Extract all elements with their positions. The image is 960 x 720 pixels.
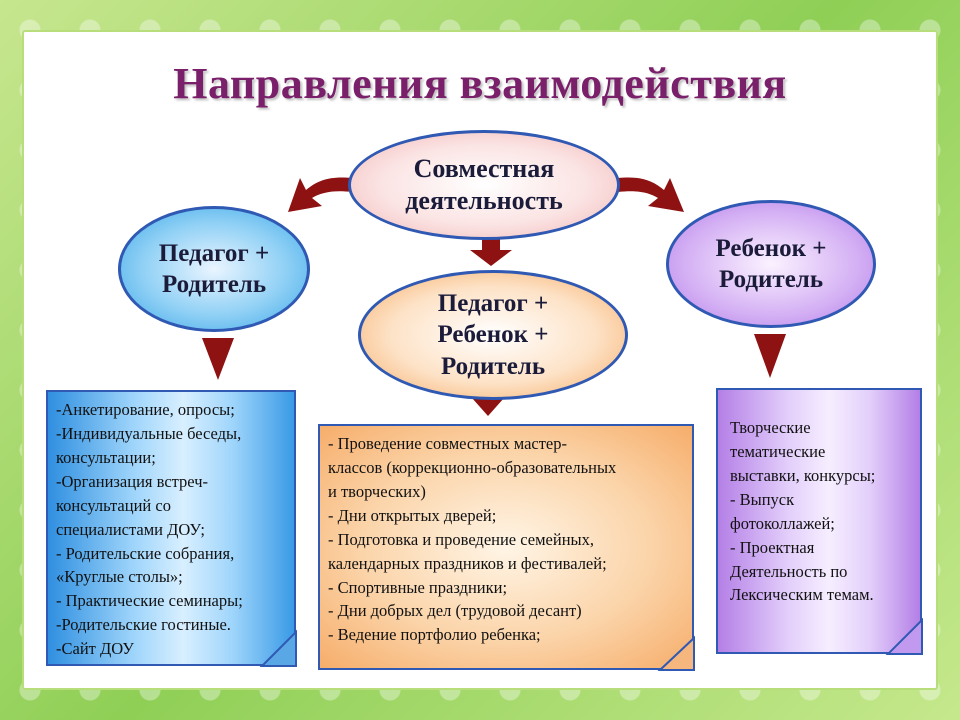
- arrow-to-center-icon: [470, 238, 512, 266]
- oval-teacher-parent: Педагог + Родитель: [118, 206, 310, 332]
- box-left-item: - Практические семинары;: [56, 591, 243, 611]
- box-left-item: -Сайт ДОУ: [56, 639, 134, 659]
- box-center-item: - Спортивные праздники;: [328, 577, 508, 597]
- box-right-item: выставки, конкурсы;: [730, 465, 876, 485]
- box-center-item: - Дни открытых дверей;: [328, 505, 497, 525]
- box-right-item: тематические: [730, 441, 826, 461]
- oval-joint-activity: Совместная деятельность: [348, 130, 620, 240]
- box-center-item: - Проведение совместных мастер-: [328, 434, 568, 453]
- box-left-item: -Родительские гостиные.: [56, 615, 231, 635]
- box-left-item: -Индивидуальные беседы,: [56, 423, 242, 443]
- box-right-item: Деятельность по: [730, 561, 848, 581]
- triangle-right-icon: [754, 334, 786, 378]
- oval-top-line-1: Совместная: [413, 153, 555, 183]
- box-right-item: Лексическим темам.: [730, 585, 874, 605]
- arrow-to-left-icon: [288, 177, 352, 212]
- box-left-item: «Круглые столы»;: [56, 567, 183, 587]
- box-left-item: - Родительские собрания,: [56, 543, 235, 563]
- box-left-item: -Организация встреч-: [56, 471, 209, 491]
- oval-right-line-1: Ребенок +: [715, 234, 827, 262]
- box-center-item: и творческих): [328, 481, 426, 501]
- oval-left-line-2: Родитель: [161, 271, 267, 298]
- box-right-item: - Выпуск: [730, 489, 795, 509]
- box-center-item: календарных праздников и фестивалей;: [328, 553, 607, 573]
- triangle-center-icon: [472, 398, 504, 416]
- oval-center-line-1: Педагог +: [437, 290, 549, 318]
- box-center-item: - Дни добрых дел (трудовой десант): [328, 601, 582, 621]
- oval-left-line-1: Педагог +: [158, 239, 270, 267]
- triangle-left-icon: [202, 338, 234, 380]
- oval-center-line-3: Родитель: [440, 352, 546, 380]
- arrow-to-right-icon: [618, 177, 684, 212]
- box-teacher-parent-activities: -Анкетирование, опросы; -Индивидуальные …: [46, 390, 296, 666]
- oval-top-line-2: деятельность: [405, 186, 563, 215]
- box-center-item: - Подготовка и проведение семейных,: [328, 529, 594, 549]
- box-child-parent-activities: Творческие тематические выставки, конкур…: [716, 388, 922, 654]
- box-center-item: - Ведение портфолио ребенка;: [328, 625, 541, 645]
- box-right-item: Творческие: [730, 418, 811, 437]
- box-joint-activities: - Проведение совместных мастер- классов …: [318, 424, 694, 670]
- box-left-item: -Анкетирование, опросы;: [56, 400, 235, 419]
- box-center-item: классов (коррекционно-образовательных: [328, 457, 617, 477]
- slide-title: Направления взаимодействия: [173, 59, 787, 108]
- box-right-item: - Проектная: [730, 537, 815, 557]
- box-left-item: консультации;: [56, 447, 156, 467]
- oval-center-line-2: Ребенок +: [437, 321, 549, 349]
- box-left-item: консультаций со: [56, 495, 171, 515]
- oval-teacher-child-parent: Педагог + Ребенок + Родитель: [358, 270, 628, 400]
- box-right-item: фотоколлажей;: [730, 513, 835, 533]
- oval-child-parent: Ребенок + Родитель: [666, 200, 876, 328]
- oval-right-line-2: Родитель: [718, 266, 824, 293]
- box-left-item: специалистами ДОУ;: [56, 519, 206, 539]
